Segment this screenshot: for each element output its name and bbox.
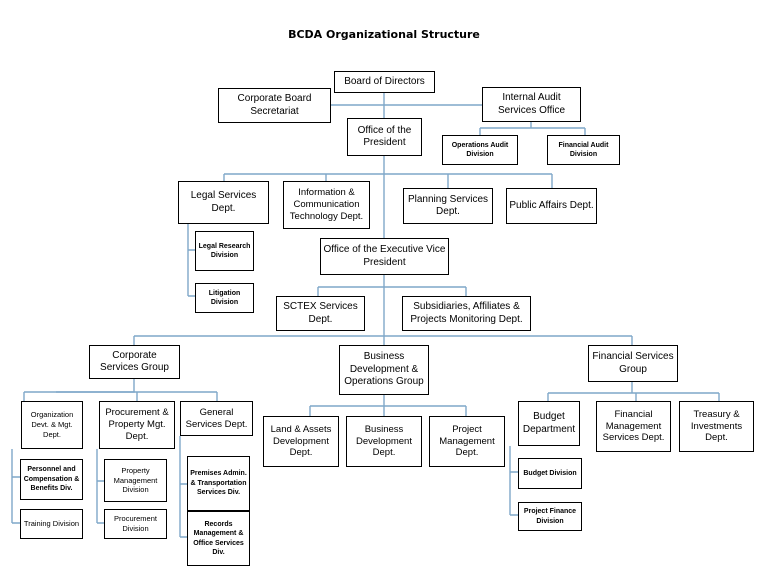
connector [23, 391, 218, 401]
financial-services-group-box: Financial Services Group [588, 345, 678, 382]
internal-audit-box: Internal Audit Services Office [482, 87, 581, 122]
public-affairs-box: Public Affairs Dept. [506, 188, 597, 224]
corporate-services-group-box: Corporate Services Group [89, 345, 180, 379]
connector [179, 436, 187, 538]
land-assets-box: Land & Assets Development Dept. [263, 416, 339, 467]
connector [56, 379, 135, 393]
financial-audit-box: Financial Audit Division [547, 135, 620, 165]
business-development-dept-box: Business Development Dept. [346, 416, 422, 467]
operations-audit-box: Operations Audit Division [442, 135, 518, 165]
training-box: Training Division [20, 509, 83, 539]
ict-box: Information & Communication Technology D… [283, 181, 370, 229]
project-finance-box: Project Finance Division [518, 502, 582, 531]
procurement-division-box: Procurement Division [104, 509, 167, 539]
legal-services-box: Legal Services Dept. [178, 181, 269, 224]
procurement-property-box: Procurement & Property Mgt. Dept. [99, 401, 175, 449]
connector [509, 446, 518, 516]
connector [223, 174, 553, 188]
property-management-box: Property Management Division [104, 459, 167, 502]
premises-admin-box: Premises Admin. & Transportation Service… [187, 456, 250, 511]
records-management-box: Records Management & Office Services Div… [187, 511, 250, 566]
personnel-box: Personnel and Compensation & Benefits Di… [20, 459, 83, 500]
evp-box: Office of the Executive Vice President [320, 238, 449, 275]
connector [547, 382, 720, 401]
corporate-board-secretariat-box: Corporate Board Secretariat [218, 88, 331, 123]
subsidiaries-box: Subsidiaries, Affiliates & Projects Moni… [402, 296, 531, 331]
sctex-box: SCTEX Services Dept. [276, 296, 365, 331]
connector [11, 449, 20, 524]
connector [317, 286, 467, 296]
business-development-group-box: Business Development & Operations Group [339, 345, 429, 395]
budget-department-box: Budget Department [518, 401, 580, 446]
connector [133, 336, 633, 345]
office-of-president-box: Office of the President [347, 118, 422, 156]
planning-services-box: Planning Services Dept. [403, 188, 493, 224]
treasury-box: Treasury & Investments Dept. [679, 401, 754, 452]
org-dev-box: Organization Devt. & Mgt. Dept. [21, 401, 83, 449]
page-title: BCDA Organizational Structure [288, 28, 480, 41]
connector [187, 224, 195, 297]
budget-division-box: Budget Division [518, 458, 582, 489]
connector [96, 449, 104, 524]
litigation-box: Litigation Division [195, 283, 254, 313]
financial-management-box: Financial Management Services Dept. [596, 401, 671, 452]
board-of-directors-box: Board of Directors [334, 71, 435, 93]
legal-research-box: Legal Research Division [195, 231, 254, 271]
general-services-box: General Services Dept. [180, 401, 253, 436]
project-management-box: Project Management Dept. [429, 416, 505, 467]
connector [309, 395, 467, 416]
connector [479, 122, 586, 135]
